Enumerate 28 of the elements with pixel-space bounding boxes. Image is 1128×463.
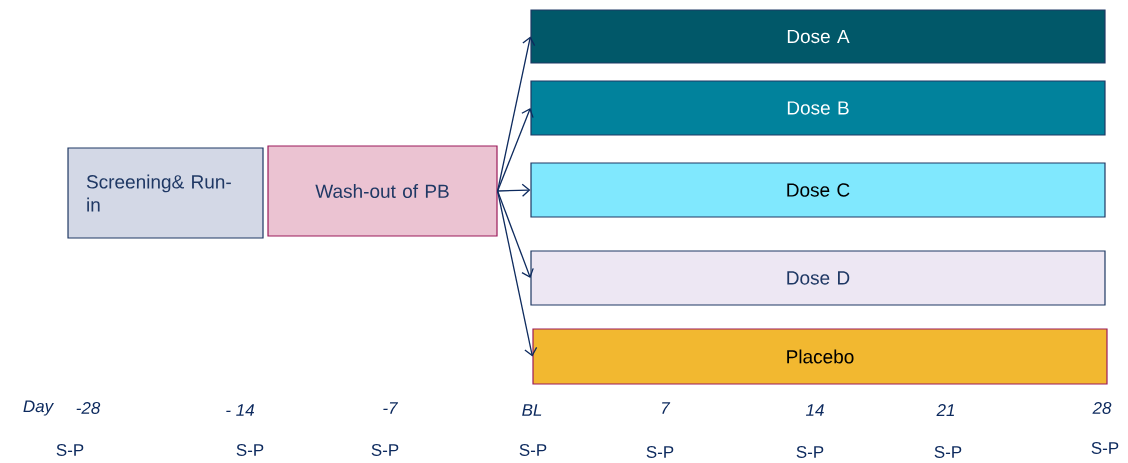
arm-bar: Dose B	[530, 80, 1106, 136]
arrow	[496, 183, 531, 197]
day-label: -7	[383, 402, 399, 414]
day-label: 14	[806, 404, 824, 416]
visit-label: S-P	[56, 443, 84, 456]
day-label: -28	[76, 401, 101, 414]
arrow	[496, 190, 538, 357]
day-label: 28	[1092, 401, 1112, 414]
arm-bar: Dose C	[530, 162, 1106, 218]
day-label: - 14	[226, 404, 254, 416]
arm-bar: Dose A	[530, 9, 1106, 64]
visit-label: S-P	[934, 445, 962, 458]
arm-bar: Placebo	[532, 328, 1108, 385]
arrow	[496, 36, 536, 192]
arrow	[496, 108, 534, 192]
phase-box: Screening& Run-in	[67, 147, 264, 239]
visit-label: S-P	[1091, 441, 1119, 454]
day-label: 21	[936, 404, 954, 416]
day-label: BL	[522, 404, 542, 416]
visit-label: S-P	[236, 443, 264, 456]
day-label: Day	[23, 400, 54, 416]
visit-label: S-P	[519, 443, 547, 456]
arm-bar: Dose D	[530, 250, 1106, 306]
phase-box: Wash-out of PB	[267, 145, 498, 237]
visit-label: S-P	[646, 445, 674, 458]
visit-label: S-P	[796, 445, 824, 458]
day-label: 7	[662, 402, 671, 414]
visit-label: S-P	[371, 443, 399, 456]
